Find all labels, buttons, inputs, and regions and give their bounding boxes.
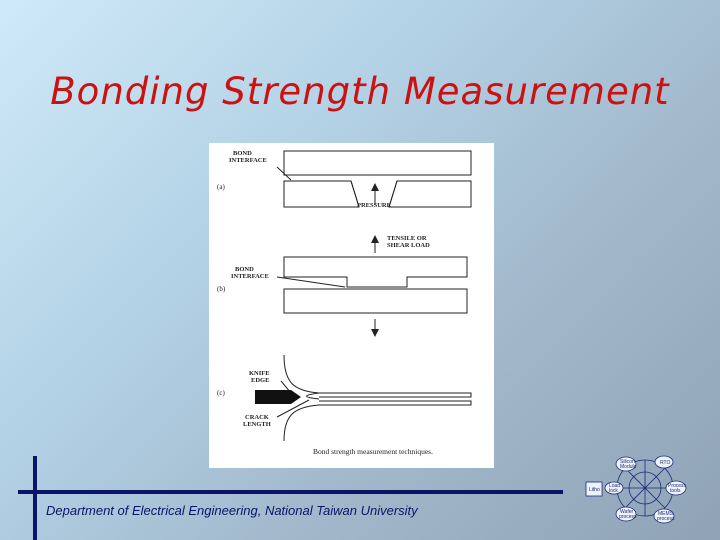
tensile-lower-arrowhead [371,329,379,337]
wafer-b-top [283,256,468,288]
wafer-b-bottom [283,288,468,314]
slide-title: Bonding Strength Measurement [50,70,670,113]
logo-node-2: RTO [660,460,670,466]
logo-node-4a: Load [609,483,620,489]
logo-node-5b: tools [670,488,681,494]
logo-node-4b: lock [609,488,618,494]
logo-node-1b: Module [620,464,637,470]
bond-interface-a-pointer [276,166,292,181]
bond-strength-diagram: (a) BOND INTERFACE PRESSURE TENSILE OR S… [217,150,472,456]
wafer-a-top [283,150,472,176]
lab-logo-diagram: Silicon Module RTO Litho Load lock Proce… [585,455,687,524]
logo-node-6a: Wafer [620,509,633,515]
crack-gap [306,392,320,400]
bond-interface-b-line1: BOND [235,266,254,273]
knife-edge-blade [255,390,301,404]
pressure-arrowhead [371,183,379,191]
logo-node-1a: Silicon [620,459,635,465]
part-c-label: (c) [217,389,225,397]
crack-pointer [276,399,310,418]
bond-interface-a-line1: BOND [233,150,252,157]
part-a-label: (a) [217,183,225,191]
crack-length-line2: LENGTH [243,421,271,428]
lab-logo: Silicon Module RTO Litho Load lock Proce… [584,448,712,532]
wafer-c-bottom [283,400,472,442]
wafer-c-top [283,354,472,398]
tensile-label-line1: TENSILE OR [387,235,427,242]
bond-strength-figure: (a) BOND INTERFACE PRESSURE TENSILE OR S… [209,143,494,468]
logo-node-7a: MEMS [658,511,674,517]
knife-edge-line2: EDGE [251,377,269,384]
logo-node-5a: Process [668,483,687,489]
bond-interface-b-pointer [276,276,346,288]
logo-node-6b: process [619,514,637,520]
accent-vertical-bar [33,456,37,540]
accent-horizontal-bar [18,490,563,494]
bond-interface-a-line2: INTERFACE [229,157,267,164]
tensile-arrowhead [371,235,379,243]
pressure-label: PRESSURE [357,202,391,209]
footer-department: Department of Electrical Engineering, Na… [46,503,418,518]
logo-node-7b: process [657,516,675,522]
bond-interface-b-line2: INTERFACE [231,273,269,280]
tensile-label-line2: SHEAR LOAD [387,242,430,249]
logo-node-3: Litho [589,487,600,493]
crack-length-line1: CRACK [245,414,269,421]
figure-caption: Bond strength measurement techniques. [313,447,433,456]
knife-edge-line1: KNIFE [249,370,270,377]
part-b-label: (b) [217,285,226,293]
